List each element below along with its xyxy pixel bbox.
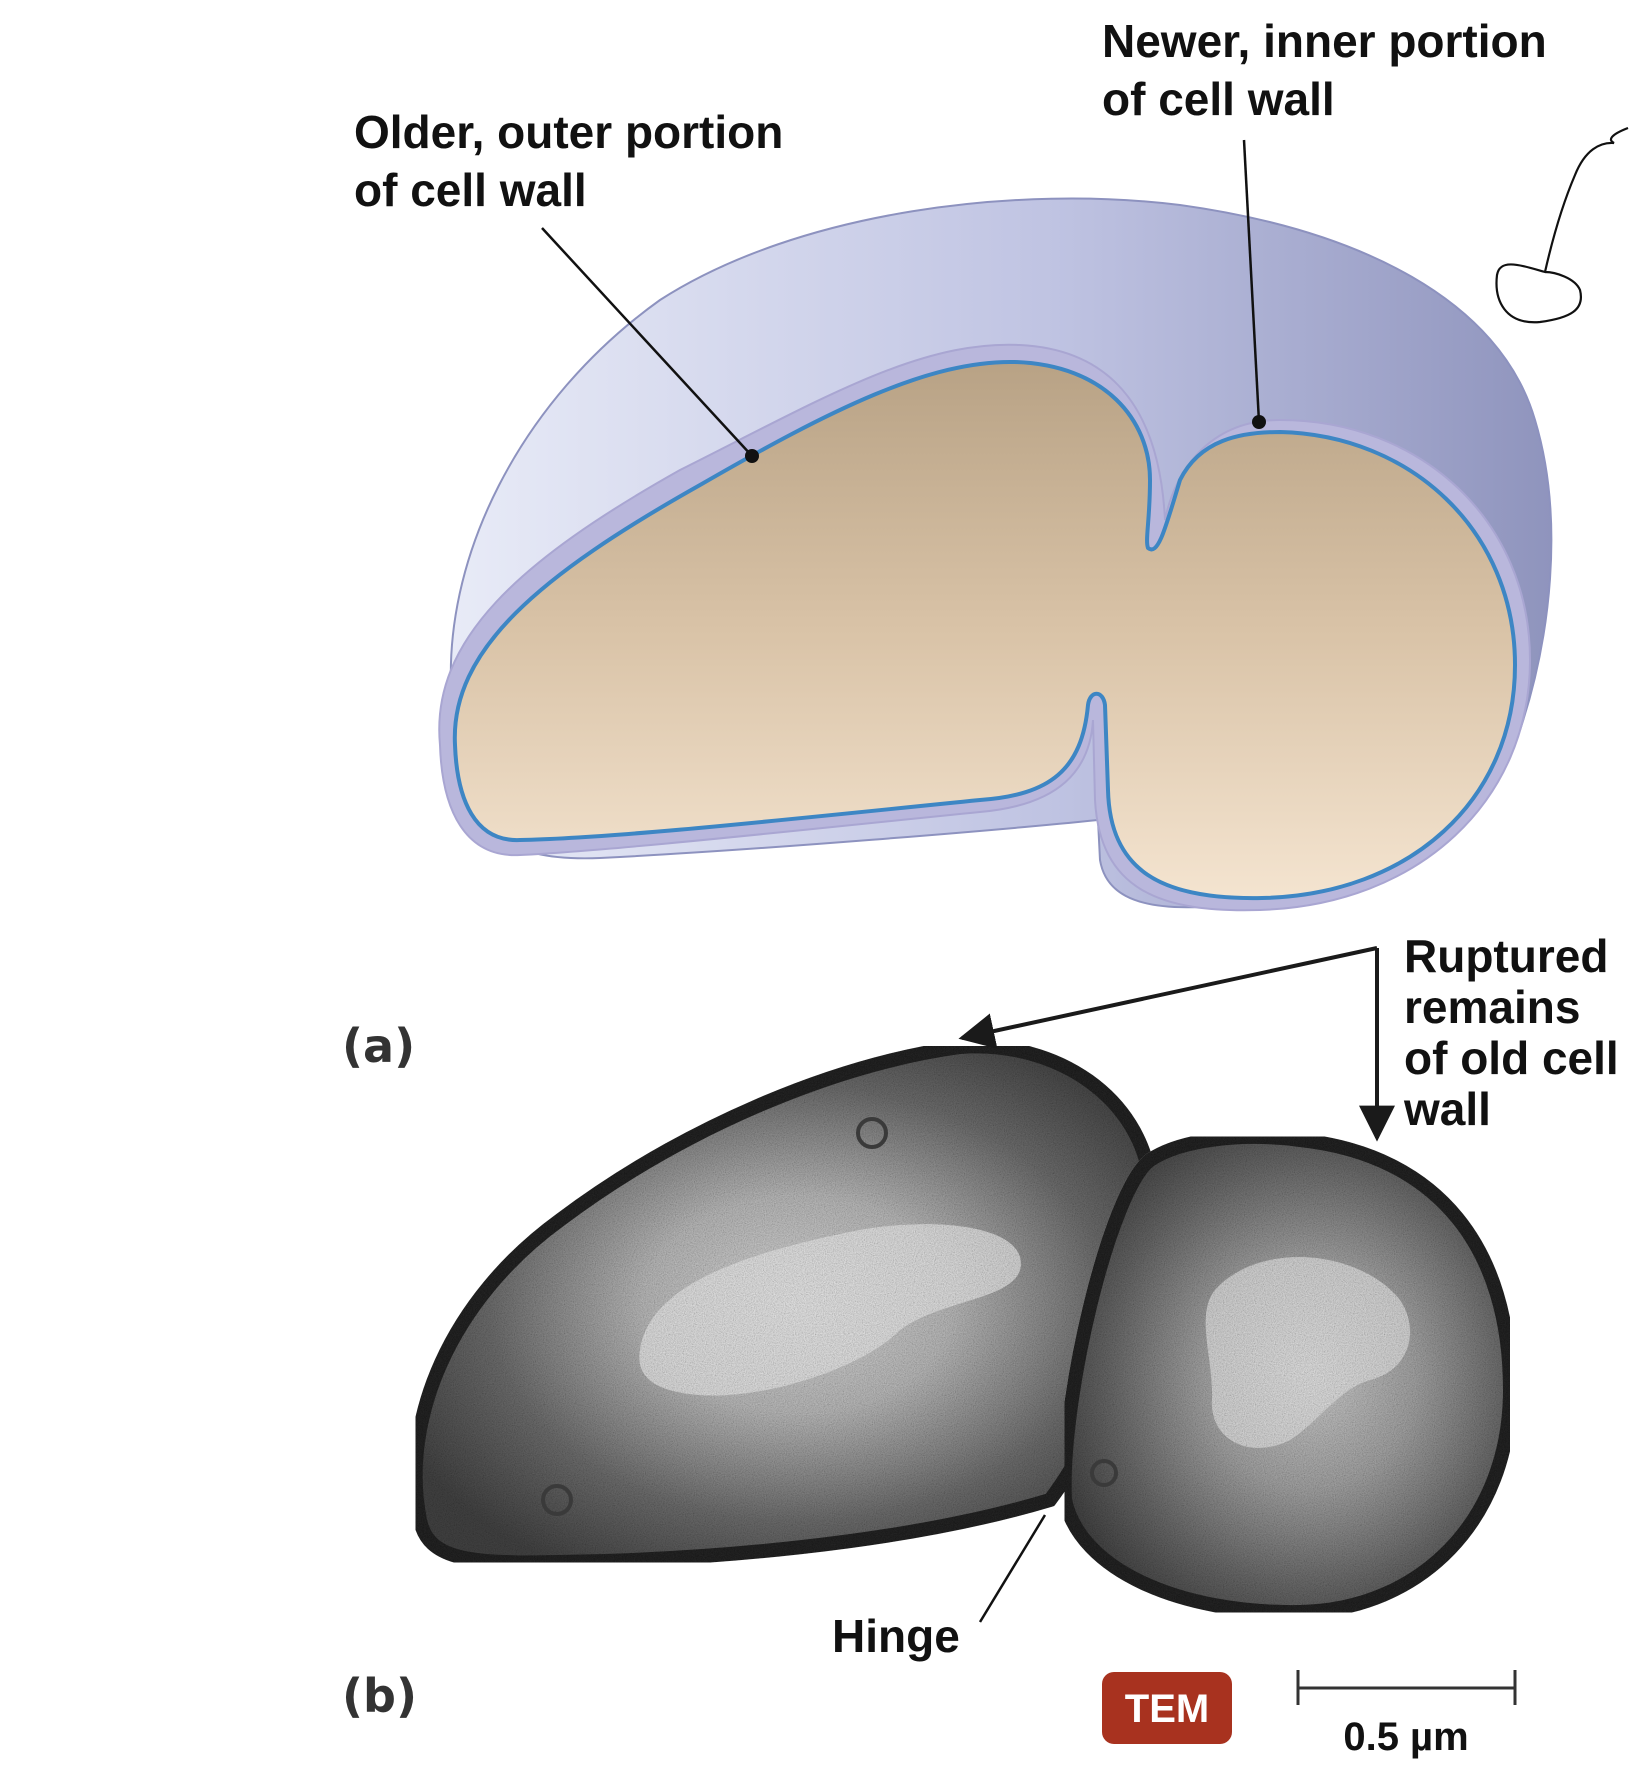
nucleoid-left	[639, 1224, 1021, 1396]
nucleoid-right	[1205, 1257, 1410, 1448]
vesicle	[1090, 1459, 1118, 1487]
ruptured-arrow-left	[958, 946, 1378, 1049]
tem-badge	[1102, 1672, 1232, 1744]
newer-inner-label-line1: Newer, inner portion	[1102, 15, 1547, 67]
newer-inner-label-line2: of cell wall	[1102, 73, 1335, 125]
tem-badge-text: TEM	[1125, 1687, 1209, 1731]
scale-bar	[1296, 1670, 1517, 1705]
panel-a-label: (a)	[342, 1019, 415, 1073]
panel-b-micrograph: Ruptured remains of old cell wall Hinge …	[342, 930, 1630, 1759]
vesicle	[541, 1484, 573, 1516]
newer-inner-label: Newer, inner portion of cell wall	[1102, 15, 1560, 125]
cytoplasm	[452, 359, 1517, 901]
older-outer-leader	[541, 227, 753, 457]
ruptured-label: Ruptured remains of old cell wall	[1403, 930, 1630, 1135]
vesicle	[856, 1117, 888, 1149]
newer-inner-leader	[1242, 139, 1261, 423]
ruptured-label-line2: remains	[1404, 981, 1580, 1033]
older-outer-label-line2: of cell wall	[354, 164, 587, 216]
older-outer-dot	[745, 449, 759, 463]
hinge-label: Hinge	[832, 1610, 960, 1662]
ruptured-label-line4: wall	[1403, 1083, 1491, 1135]
ruptured-label-line3: of old cell	[1404, 1032, 1619, 1084]
newer-inner-dot	[1252, 415, 1266, 429]
panel-b-label: (b)	[342, 1669, 417, 1723]
hinge-leader	[978, 1514, 1047, 1623]
ruptured-label-line1: Ruptured	[1404, 930, 1608, 982]
panel-a-diagram: Older, outer portion of cell wall Newer,…	[342, 15, 1560, 1073]
older-outer-label: Older, outer portion of cell wall	[354, 106, 796, 216]
scale-bar-label: 0.5 µm	[1343, 1715, 1468, 1759]
handwritten-mark	[1495, 126, 1629, 324]
older-outer-label-line1: Older, outer portion	[354, 106, 783, 158]
